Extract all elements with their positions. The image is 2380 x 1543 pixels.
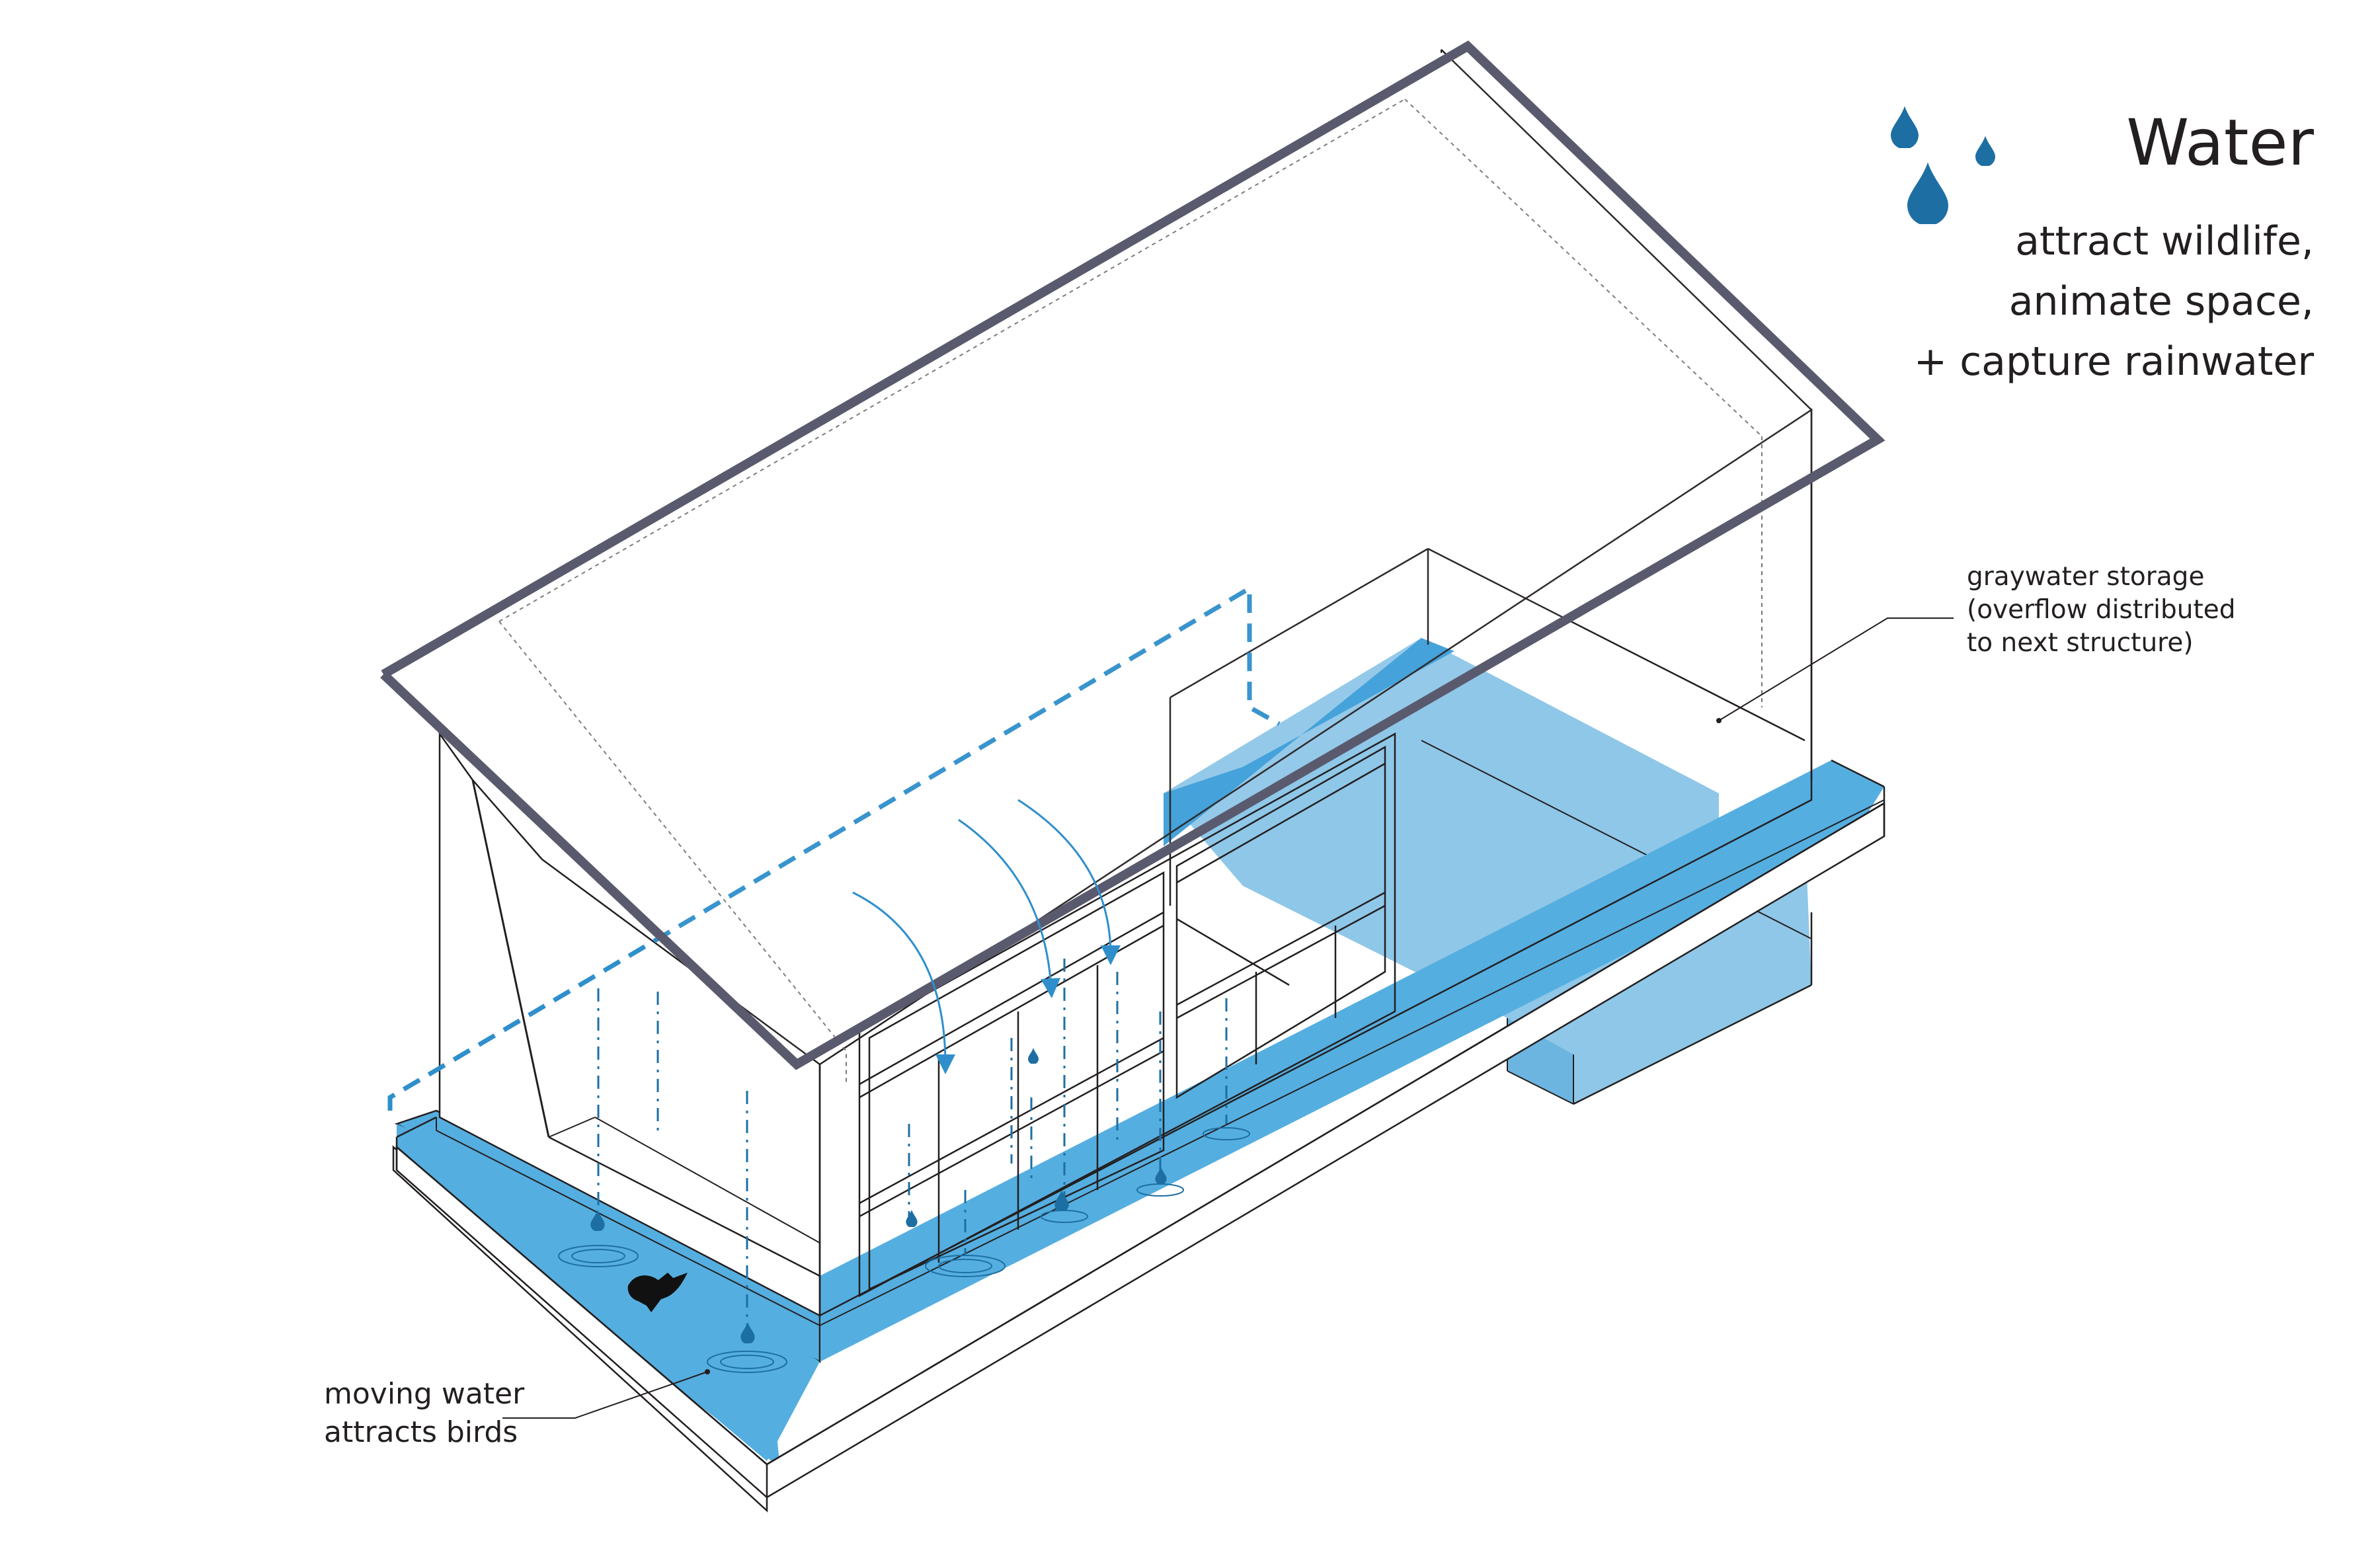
graywater-annotation: graywater storage (overflow distributed … — [1967, 561, 2236, 660]
subtitle-line: attract wildlife, — [1914, 212, 2314, 272]
annotation-line: moving water — [324, 1375, 524, 1413]
leader-dot — [705, 1369, 710, 1374]
birds-annotation: moving water attracts birds — [324, 1375, 524, 1452]
water-drop-icon — [1975, 136, 1995, 167]
leader-dot — [1716, 718, 1722, 723]
subtitle: attract wildlife, animate space, + captu… — [1914, 212, 2314, 392]
annotation-line: graywater storage — [1967, 561, 2236, 594]
subtitle-line: animate space, — [1914, 272, 2314, 332]
water-drop-icon — [1891, 106, 1919, 149]
annotation-line: to next structure) — [1967, 627, 2236, 660]
annotation-line: attracts birds — [324, 1413, 524, 1452]
subtitle-line: + capture rainwater — [1914, 332, 2314, 392]
legend-drops — [1891, 106, 1995, 226]
page-title: Water — [2126, 106, 2314, 180]
annotation-line: (overflow distributed — [1967, 594, 2236, 627]
